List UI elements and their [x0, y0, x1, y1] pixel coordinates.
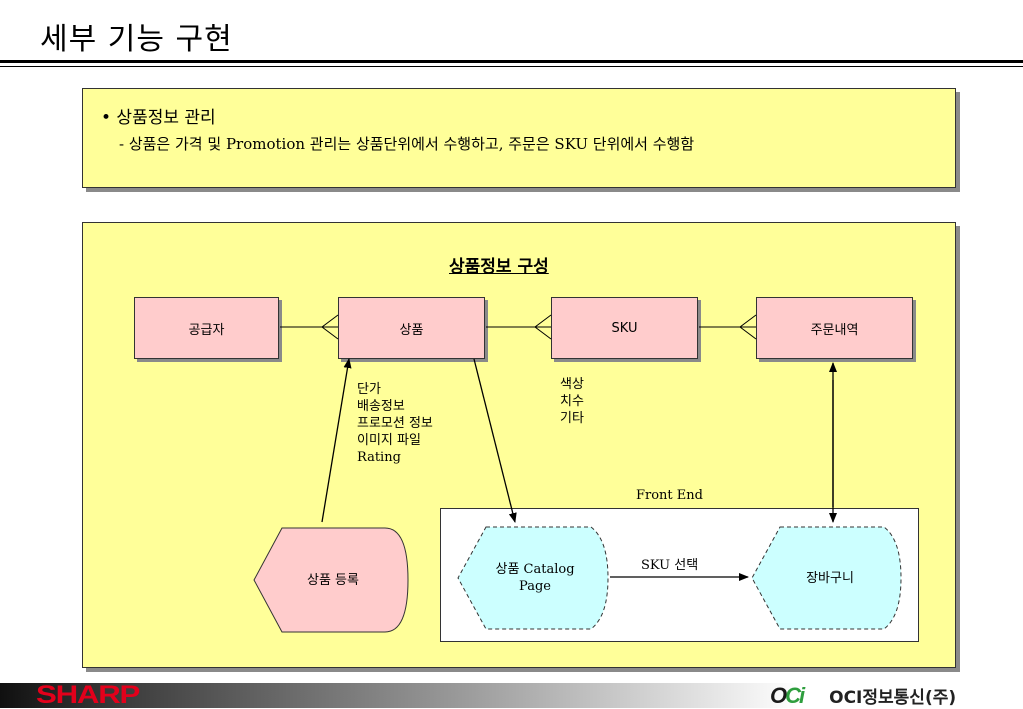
- attr-color: 색상: [560, 377, 584, 392]
- arrow-product-catalog: [473, 358, 517, 523]
- crowfoot-order: [739, 314, 757, 340]
- attr-promotion: 프로모션 정보: [357, 416, 433, 431]
- oci-logo-name: OCI정보통신(주): [829, 688, 957, 708]
- attr-size: 치수: [560, 394, 584, 409]
- node-product: 상품: [338, 297, 485, 359]
- arrow-registration-product: [321, 358, 352, 523]
- sku-attributes: 색상 치수 기타: [560, 376, 584, 427]
- node-sku: SKU: [551, 297, 698, 359]
- info-detail: - 상품은 가격 및 Promotion 관리는 상품단위에서 수행하고, 주문…: [119, 135, 695, 153]
- attr-other: 기타: [560, 411, 584, 426]
- info-bullet: • 상품정보 관리: [101, 108, 216, 128]
- page-title: 세부 기능 구현: [40, 22, 233, 57]
- cart-label: 장바구니: [806, 570, 854, 586]
- registration-label: 상품 등록: [307, 572, 359, 588]
- title-divider-thick: [0, 60, 1023, 63]
- catalog-page-label: 상품 Catalog Page: [470, 527, 600, 629]
- sharp-logo: SHARP: [36, 681, 140, 709]
- node-sku-label: SKU: [611, 320, 638, 336]
- attr-image: 이미지 파일: [357, 433, 421, 448]
- attr-rating: Rating: [357, 450, 401, 465]
- node-product-label: 상품: [399, 322, 424, 338]
- crowfoot-product: [321, 314, 339, 340]
- attr-price: 단가: [357, 382, 381, 397]
- diagram-title: 상품정보 구성: [449, 257, 549, 277]
- catalog-page-line1: 상품 Catalog: [495, 562, 575, 577]
- crowfoot-sku: [534, 314, 552, 340]
- footer-bar: [0, 683, 1023, 708]
- catalog-page-shape: [457, 526, 609, 630]
- front-end-label: Front End: [636, 488, 703, 503]
- product-attributes: 단가 배송정보 프로모션 정보 이미지 파일 Rating: [357, 381, 433, 466]
- title-divider-thin: [0, 66, 1023, 67]
- node-order-label: 주문내역: [810, 322, 859, 338]
- node-supplier: 공급자: [134, 297, 279, 359]
- sku-select-label: SKU 선택: [641, 558, 699, 573]
- attr-shipping: 배송정보: [357, 399, 405, 414]
- info-box: • 상품정보 관리 - 상품은 가격 및 Promotion 관리는 상품단위에…: [82, 88, 956, 188]
- cart-shape: [751, 526, 902, 630]
- oci-logo-mark: OCi: [770, 682, 805, 708]
- catalog-page-line2: Page: [519, 579, 551, 594]
- node-supplier-label: 공급자: [188, 322, 225, 338]
- node-order: 주문내역: [756, 297, 913, 359]
- oci-logo: OCi OCI정보통신(주): [770, 682, 957, 709]
- registration-shape: [253, 527, 409, 633]
